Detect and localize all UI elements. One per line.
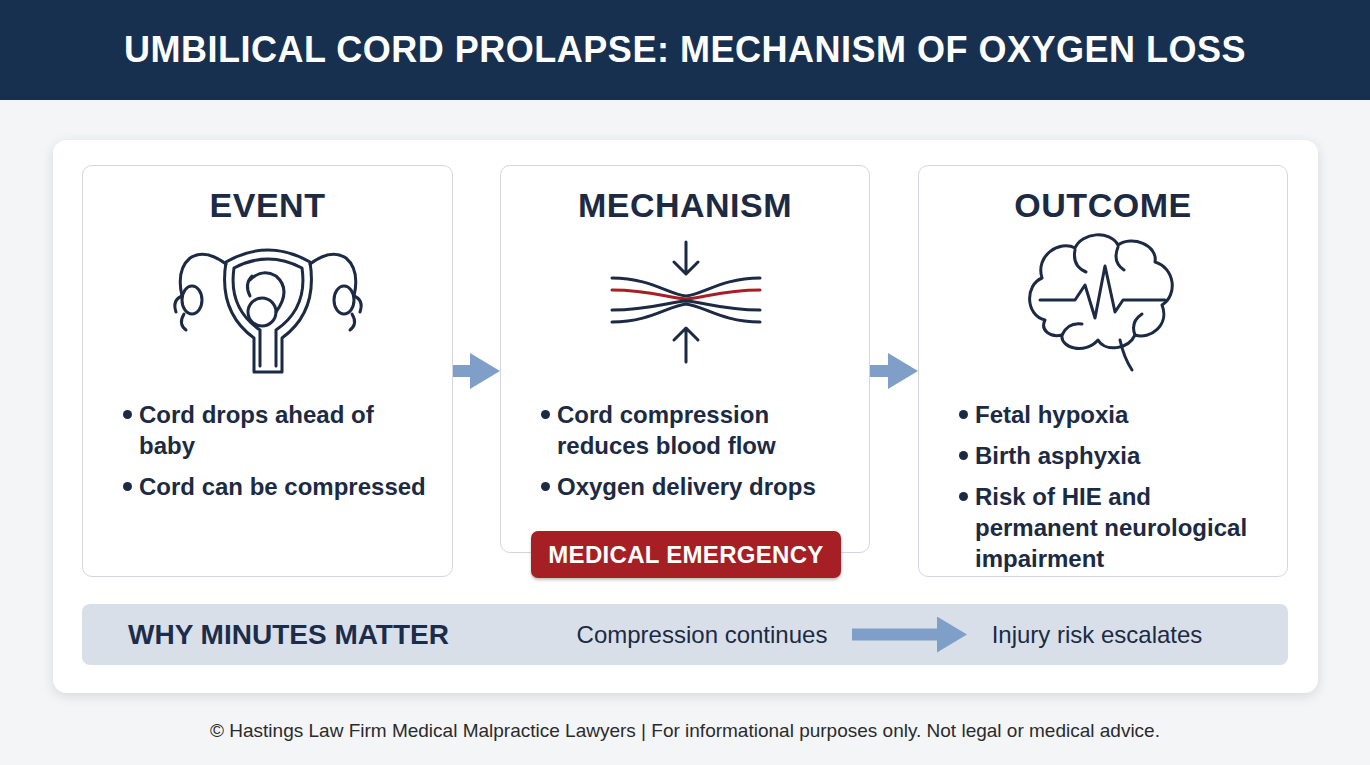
plain-label: Injury risk escalates <box>967 604 1227 665</box>
bullet-item: Cord can be compressed <box>123 471 438 502</box>
box-heading: EVENT <box>83 186 452 225</box>
box-heading: MECHANISM <box>501 186 869 225</box>
header-band <box>0 0 1370 100</box>
uterus-icon <box>175 250 361 372</box>
process-box: MECHANISM Cord compression reduces blood … <box>500 165 870 553</box>
bullet-text: Risk of HIE and permanent neurological i… <box>975 481 1270 574</box>
process-box: EVENT Cord drops ahead of babyCord can be… <box>82 165 453 577</box>
bullet-dot <box>123 482 132 491</box>
bullet-dot <box>541 410 550 419</box>
bullet-list: Fetal hypoxiaBirth asphyxiaRisk of HIE a… <box>959 399 1274 584</box>
bullet-list: Cord drops ahead of babyCord can be comp… <box>123 399 438 512</box>
flow-arrow <box>453 365 470 377</box>
summary-band: WHY MINUTES MATTER Compression continues I… <box>82 604 1288 665</box>
bullet-item: Cord compression reduces blood flow <box>541 399 856 461</box>
bullet-item: Birth asphyxia <box>959 440 1274 471</box>
bullet-text: Oxygen delivery drops <box>557 471 852 502</box>
bullet-text: Cord compression reduces blood flow <box>557 399 852 461</box>
band-label: WHY MINUTES MATTER <box>128 604 449 665</box>
compression-icon <box>612 242 760 362</box>
bullet-dot <box>123 410 132 419</box>
bullet-text: Fetal hypoxia <box>975 399 1270 430</box>
process-box: OUTCOME Fetal hypoxiaBirth asphyxiaRisk o… <box>918 165 1288 577</box>
flow-arrow <box>852 629 937 641</box>
bullet-item: Oxygen delivery drops <box>541 471 856 502</box>
bullet-text: Birth asphyxia <box>975 440 1270 471</box>
bullet-item: Fetal hypoxia <box>959 399 1274 430</box>
bullet-list: Cord compression reduces blood flowOxyge… <box>541 399 856 512</box>
bullet-text: Cord drops ahead of baby <box>139 399 434 461</box>
step-text-box: Injury risk escalates <box>967 604 1227 665</box>
badge-label: MEDICAL EMERGENCY <box>531 531 841 578</box>
bullet-dot <box>541 482 550 491</box>
content-card <box>53 140 1318 693</box>
bullet-dot <box>959 492 968 501</box>
step-text-box: Compression continues <box>552 604 852 665</box>
plain-label: Compression continues <box>552 604 852 665</box>
diagram-title: UMBILICAL CORD PROLAPSE: MECHANISM OF OX… <box>0 0 1370 100</box>
brain-icon <box>1030 235 1173 370</box>
bullet-item: Risk of HIE and permanent neurological i… <box>959 481 1274 574</box>
bullet-dot <box>959 451 968 460</box>
bullet-text: Cord can be compressed <box>139 471 434 502</box>
box-heading: OUTCOME <box>919 186 1287 225</box>
bullet-dot <box>959 410 968 419</box>
alert-badge: MEDICAL EMERGENCY <box>531 531 841 578</box>
bullet-item: Cord drops ahead of baby <box>123 399 438 461</box>
flow-arrow <box>870 365 888 377</box>
caption-text: © Hastings Law Firm Medical Malpractice … <box>0 720 1370 742</box>
